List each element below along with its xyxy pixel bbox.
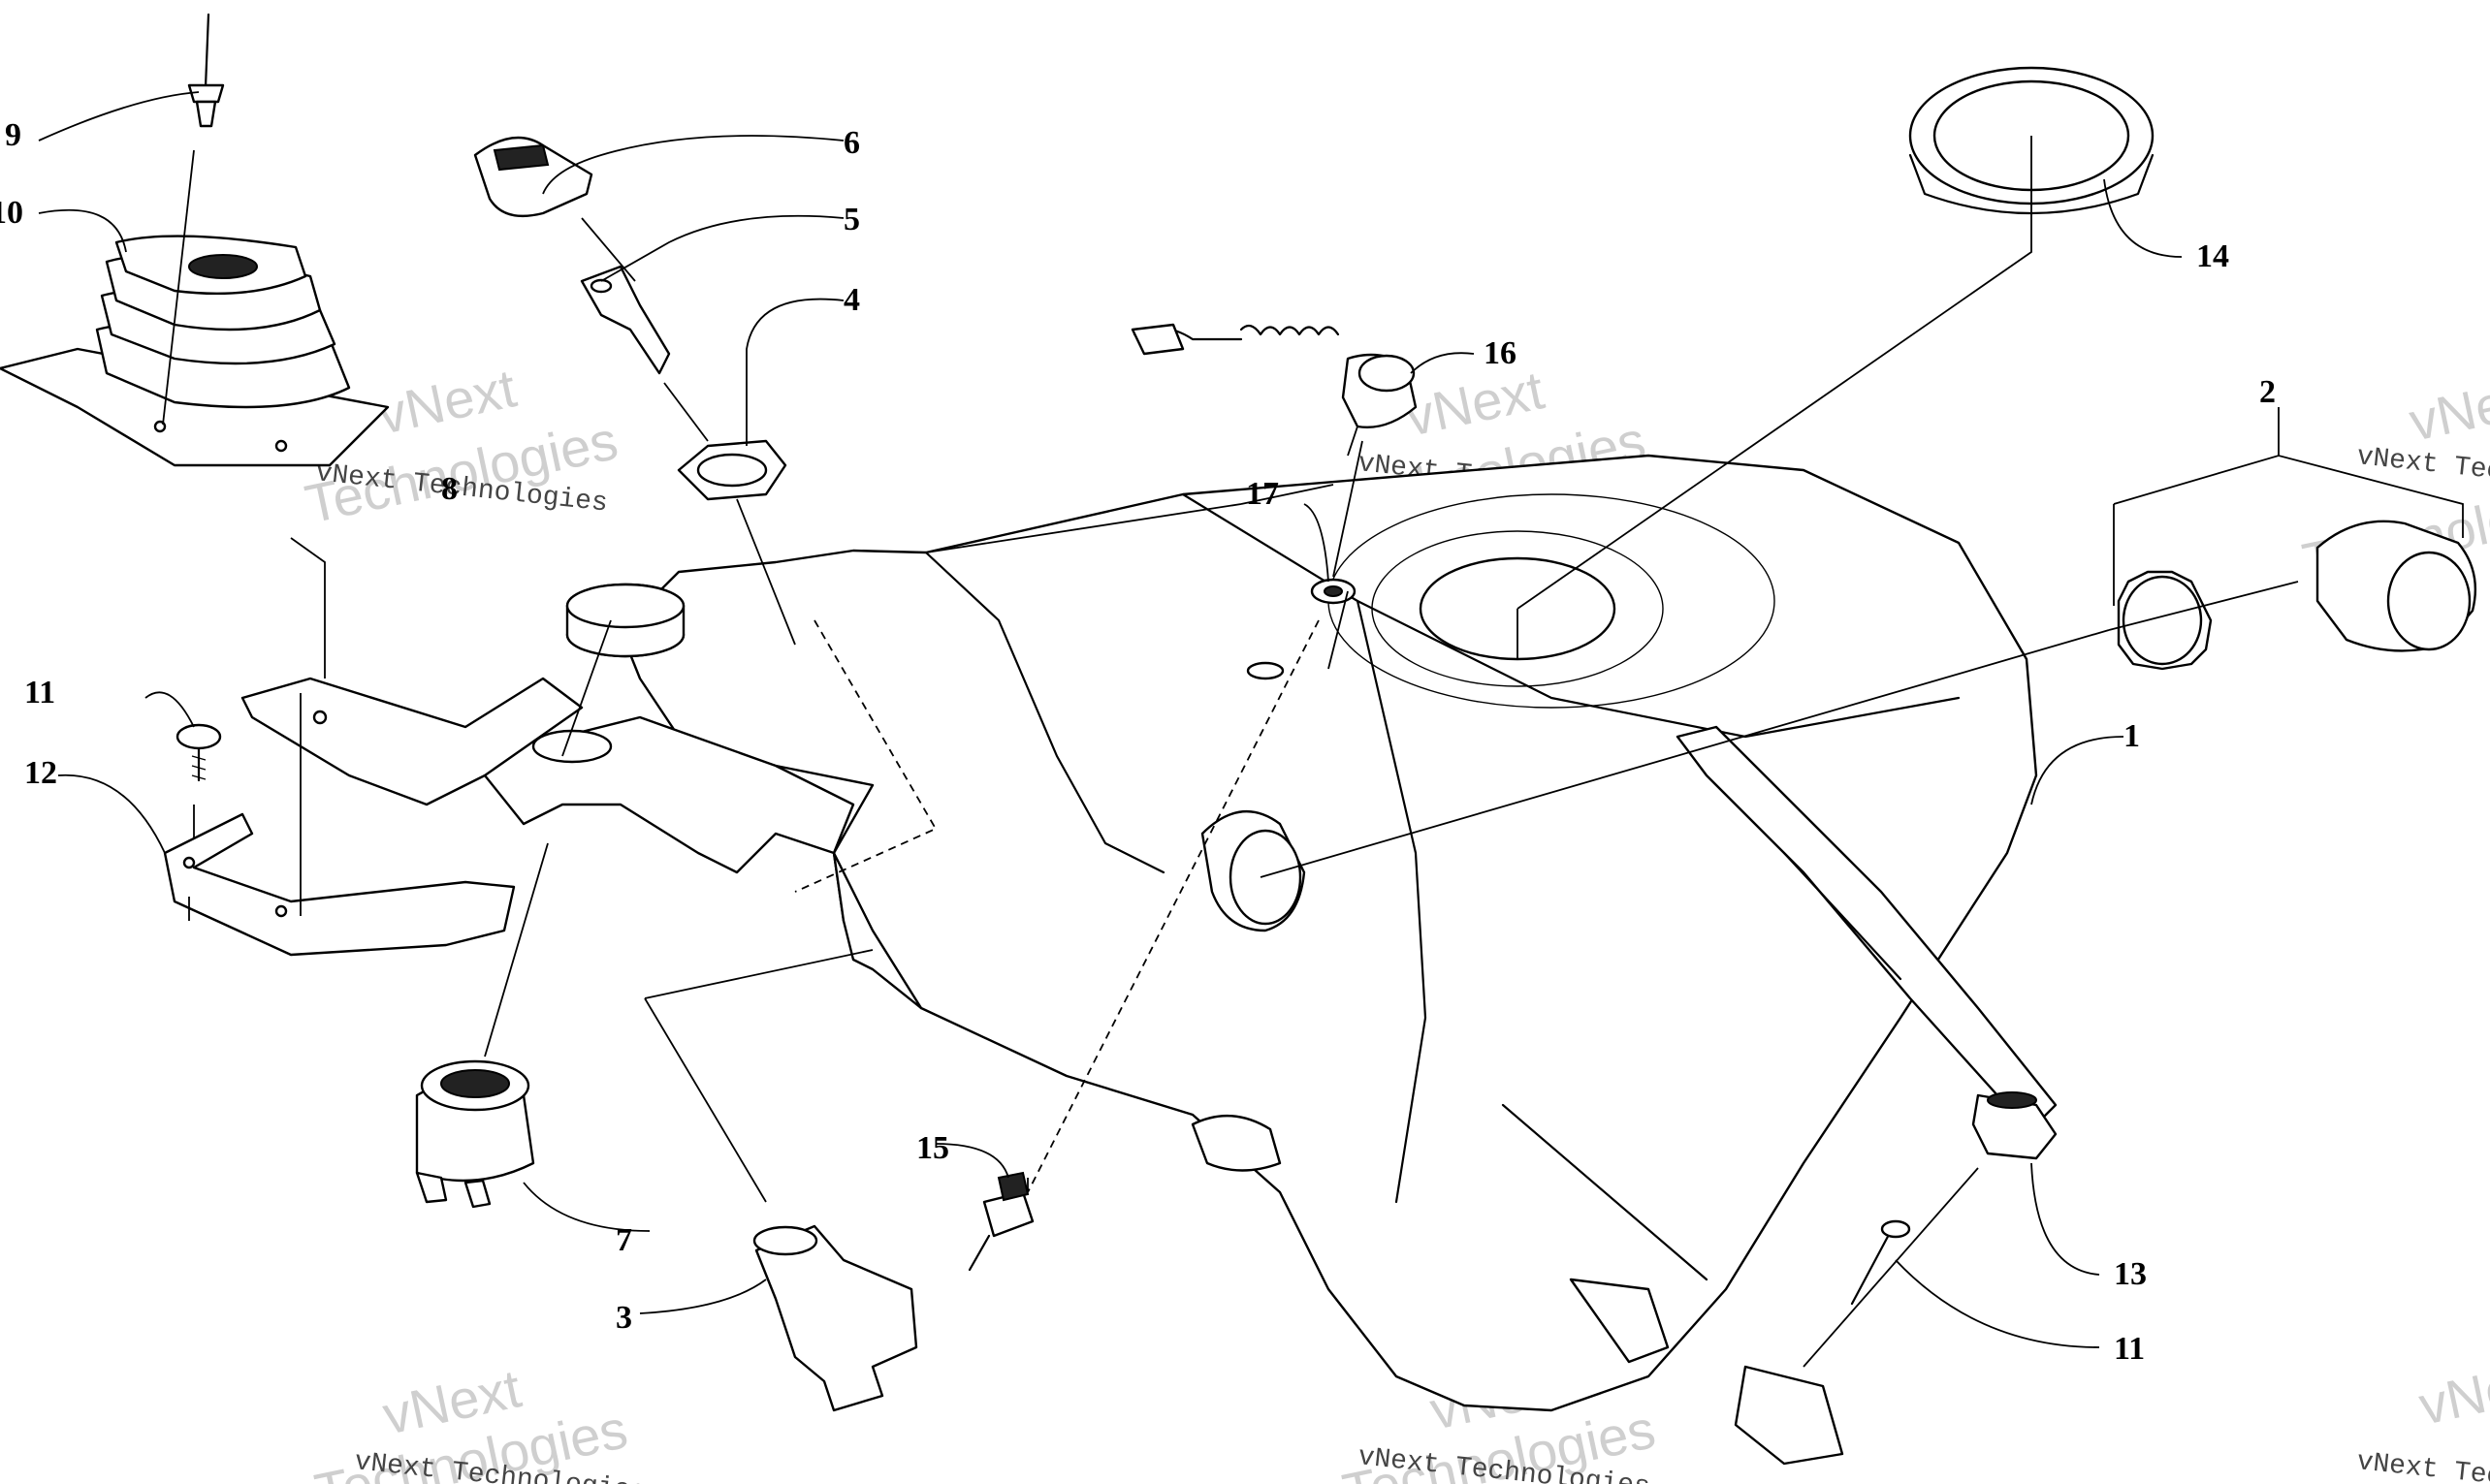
boot-base-plate: [0, 347, 390, 467]
callout-1: 1: [2123, 718, 2140, 754]
callout-labels: 1 2 3 4 5 6 7 8 9 10 11 11 12 13 14 15 1…: [0, 117, 2276, 1367]
callout-2: 2: [2259, 374, 2276, 410]
part-pressure-sensor: [752, 1224, 918, 1412]
callout-8: 8: [441, 471, 458, 507]
watermark-text: vNext Technologies: [2355, 1447, 2490, 1484]
callout-11-left: 11: [24, 675, 55, 710]
part-grommet: [1246, 578, 1357, 680]
part-key: [580, 265, 671, 375]
callout-15: 15: [916, 1130, 949, 1166]
part-shift-boot: [0, 235, 390, 467]
part-cap-assembly: [1260, 520, 2476, 878]
part-side-rail: [1676, 725, 2058, 1126]
callout-5: 5: [844, 202, 860, 237]
part-screw-left: [176, 723, 222, 782]
part-sensor-connector: [968, 1171, 1035, 1272]
part-knob: [565, 583, 686, 658]
callout-16: 16: [1484, 335, 1516, 371]
watermark-vnext: vNext: [2413, 1347, 2490, 1436]
leader-lines: [38, 91, 2464, 1368]
callout-13: 13: [2114, 1256, 2147, 1292]
callout-12: 12: [24, 755, 57, 791]
callout-14: 14: [2196, 238, 2229, 274]
callout-10: 10: [0, 195, 23, 231]
part-lanyard-switch: [1131, 323, 1418, 428]
callout-9: 9: [5, 117, 21, 153]
part-front-shroud: [483, 715, 923, 1010]
callout-11-right: 11: [2114, 1331, 2145, 1367]
watermark-vnext: vNext: [2404, 363, 2490, 452]
part-screw-right: [1850, 1219, 1911, 1306]
callout-7: 7: [616, 1222, 632, 1258]
part-ignition-switch: [415, 1059, 535, 1209]
callout-4: 4: [844, 282, 860, 318]
part-bumper: [1971, 1091, 2058, 1160]
callout-3: 3: [616, 1300, 632, 1336]
callout-6: 6: [844, 125, 860, 161]
part-bracket-plate: [163, 812, 516, 957]
part-nut: [677, 439, 787, 501]
callout-17: 17: [1246, 476, 1279, 512]
part-key-cap: [473, 136, 593, 217]
part-rivet: [187, 13, 225, 128]
